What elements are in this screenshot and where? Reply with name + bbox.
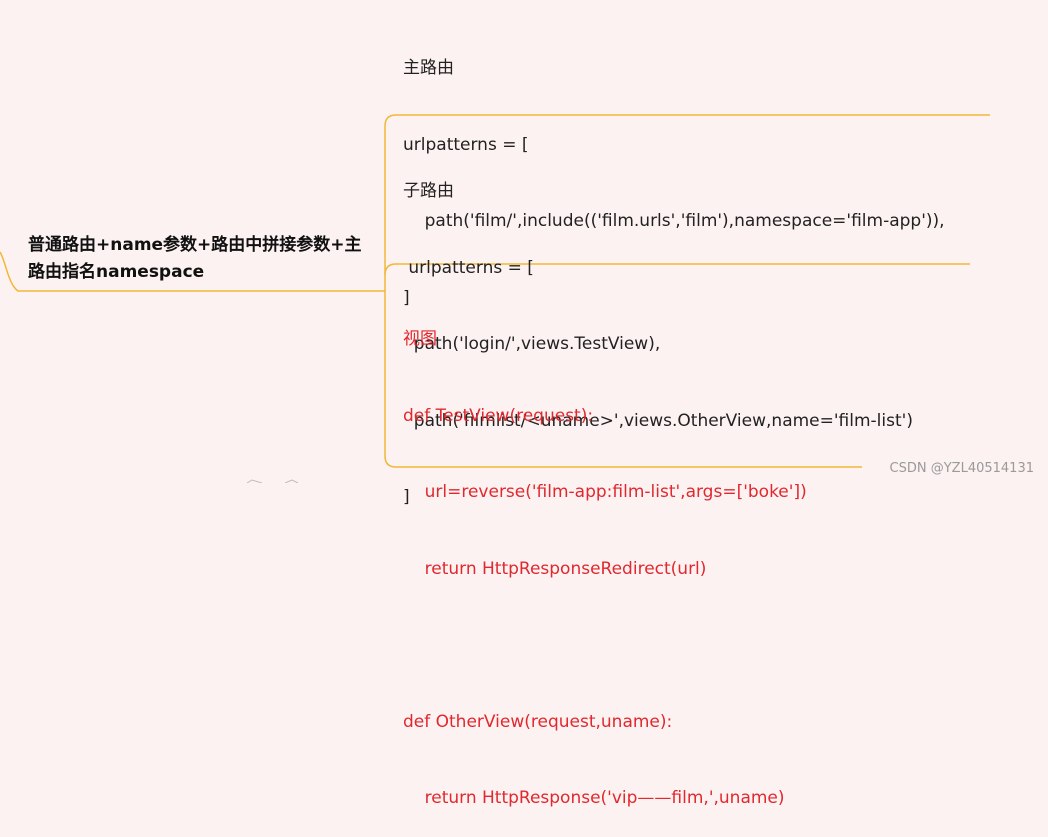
sub-route-block: 子路由 urlpatterns = [ path('login/',views.… xyxy=(403,128,913,536)
mindmap-connectors xyxy=(0,114,990,483)
code-line: path('filmlist/<uname>',views.OtherView,… xyxy=(403,410,913,431)
view-block: 视图 def TestView(request): url=reverse('f… xyxy=(403,276,807,837)
root-node: 普通路由+name参数+路由中拼接参数+主路由指名namespace xyxy=(28,232,373,286)
main-route-block: 主路由 urlpatterns = [ path('film/',include… xyxy=(403,5,945,337)
sub-route-underline xyxy=(384,263,970,276)
residual-mark xyxy=(246,479,299,483)
root-node-label: 普通路由+name参数+路由中拼接参数+主路由指名namespace xyxy=(28,235,362,282)
trunk-line xyxy=(384,114,990,291)
code-line: return HttpResponseRedirect(url) xyxy=(403,558,707,579)
code-line-blank xyxy=(403,633,807,659)
code-line: urlpatterns = [ xyxy=(403,257,534,278)
code-line: ] xyxy=(403,287,410,308)
view-underline xyxy=(384,291,862,468)
sub-route-title: 子路由 xyxy=(403,181,454,201)
watermark: CSDN @YZL40514131 xyxy=(889,461,1034,476)
code-line: path('film/',include(('film.urls','film'… xyxy=(403,211,945,231)
code-line: urlpatterns = [ xyxy=(403,134,529,155)
code-line: return HttpResponse('vip——film,',uname) xyxy=(403,788,785,808)
code-line: path('login/',views.TestView), xyxy=(403,334,661,354)
view-title: 视图 xyxy=(403,329,437,349)
main-route-title: 主路由 xyxy=(403,58,454,78)
root-branch-line xyxy=(0,251,385,292)
code-line: url=reverse('film-app:film-list',args=['… xyxy=(403,482,807,502)
code-line: def OtherView(request,uname): xyxy=(403,711,673,732)
code-line: def TestView(request): xyxy=(403,405,594,426)
